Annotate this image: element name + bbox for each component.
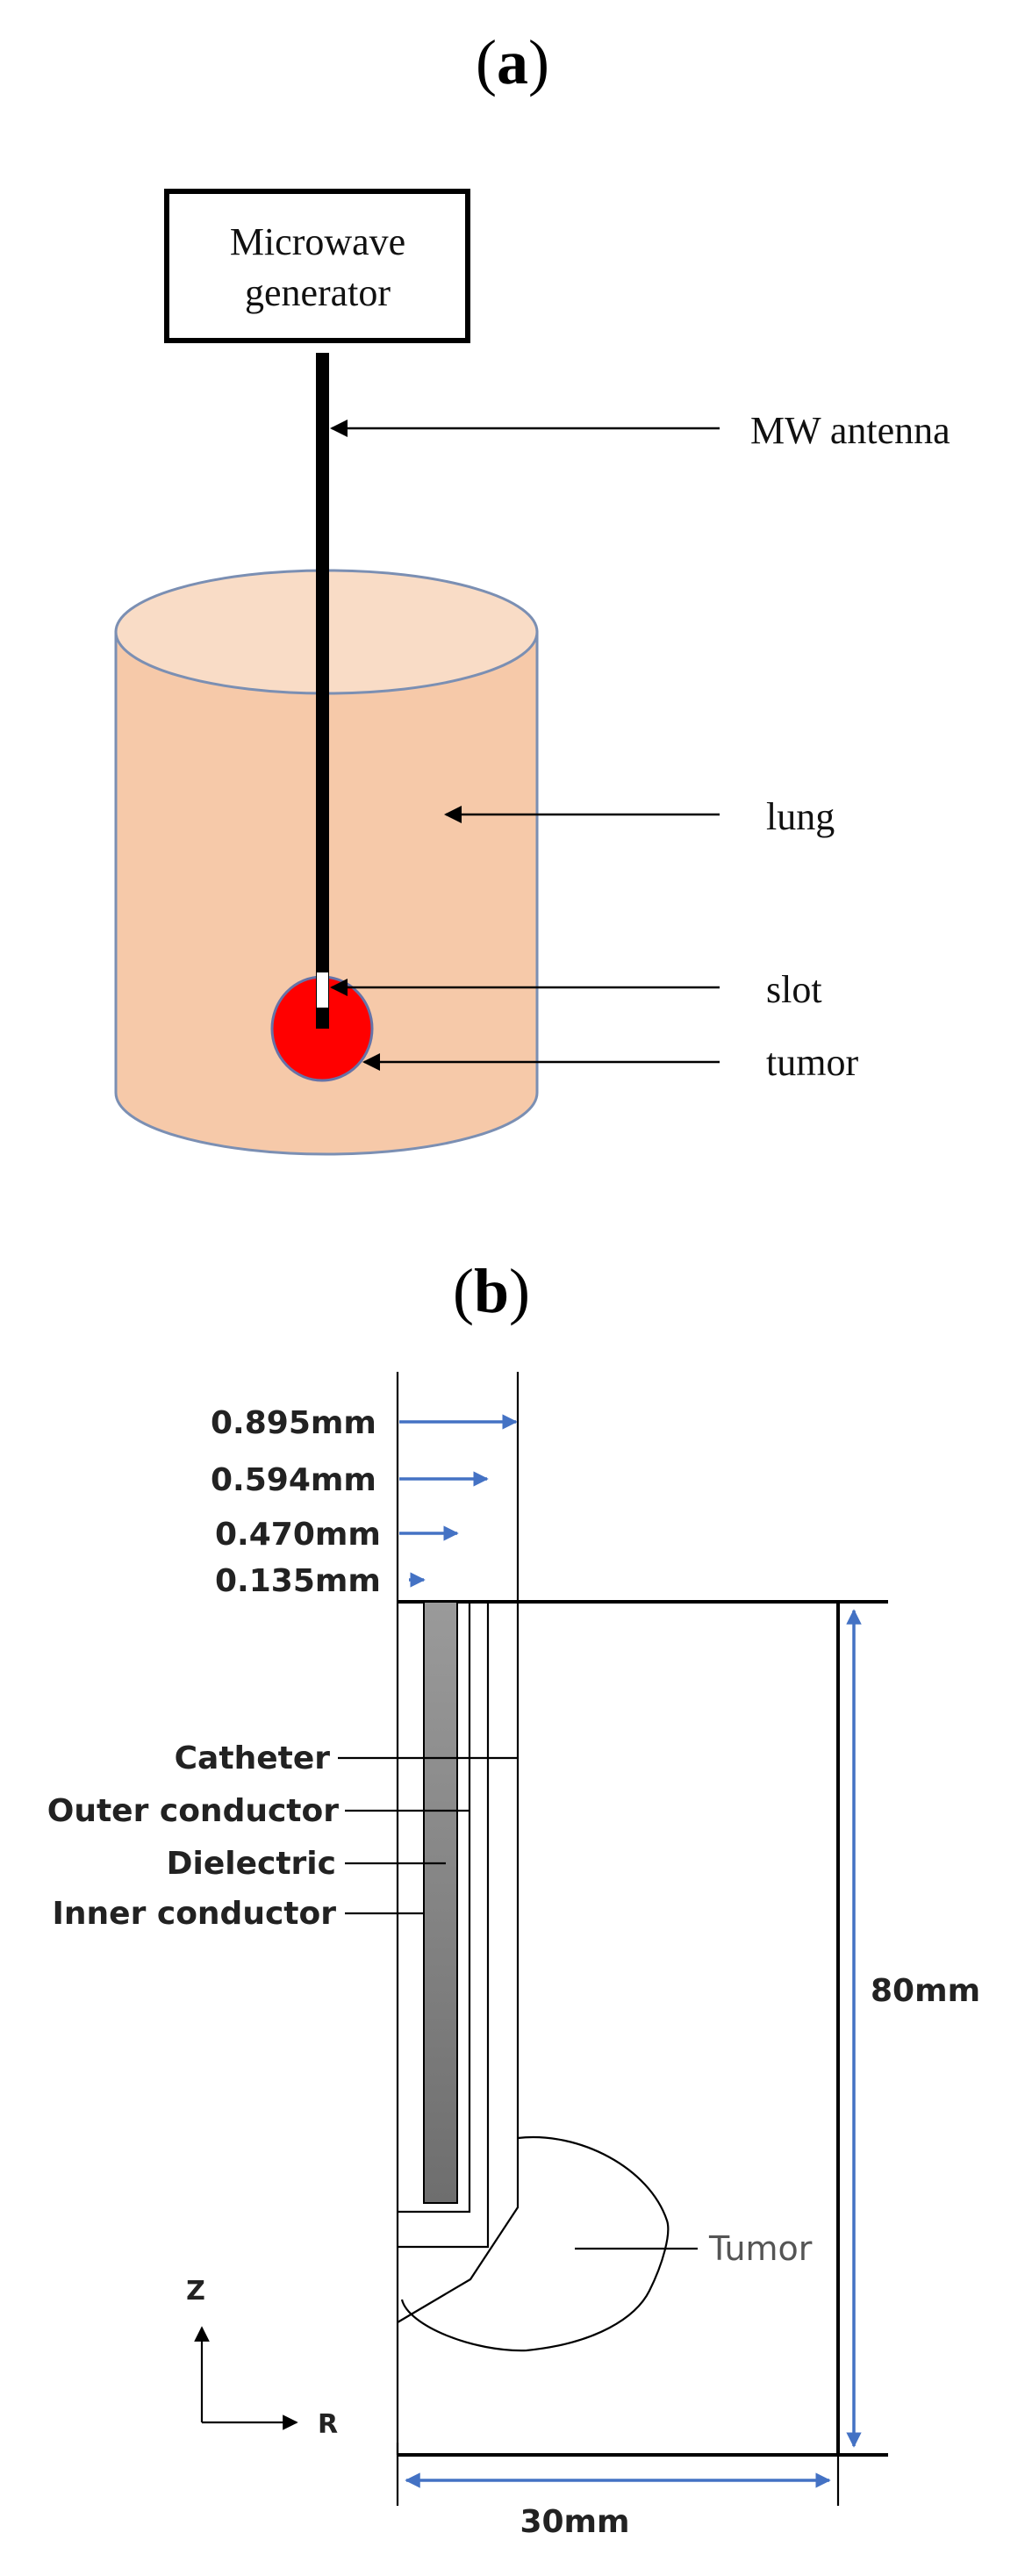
mw-antenna	[316, 353, 329, 1029]
tumor-outline	[400, 2135, 670, 2352]
outer-conductor-outline	[398, 1602, 490, 2249]
generator-label-line1: Microwave	[230, 220, 405, 263]
r-axis-label: R	[318, 2409, 338, 2440]
width-dimension-label: 30mm	[520, 2504, 629, 2540]
panel-a-label: (a)	[476, 27, 549, 97]
microwave-generator-box	[164, 189, 470, 343]
lung-label: lung	[766, 795, 835, 838]
generator-label-line2: generator	[245, 271, 391, 314]
panel-b-label: (b)	[453, 1256, 530, 1326]
outer-conductor-label: Outer conductor	[47, 1793, 340, 1829]
panel-b: (b) 0.895mm 0.594mm 0.470mm 0.135mm	[47, 1256, 980, 2540]
radius-0594-label: 0.594mm	[211, 1462, 376, 1498]
radius-0135-label: 0.135mm	[215, 1563, 381, 1599]
dielectric-label: Dielectric	[167, 1846, 336, 1882]
antenna-slot	[317, 972, 328, 1008]
mw-antenna-label: MW antenna	[750, 409, 950, 452]
radius-0470-label: 0.470mm	[215, 1517, 381, 1553]
z-axis-label: Z	[186, 2276, 205, 2307]
catheter-label: Catheter	[175, 1740, 331, 1776]
height-dimension-label: 80mm	[871, 1973, 980, 2009]
inner-conductor-label: Inner conductor	[53, 1896, 337, 1932]
tumor-label: tumor	[766, 1041, 858, 1084]
panel-a: (a) Microwave generator MW antenna lung …	[114, 27, 950, 1156]
catheter-outline	[397, 1602, 520, 2323]
dielectric-outline	[398, 1602, 471, 2214]
inner-conductor	[423, 1601, 458, 2204]
tumor-label-b: Tumor	[708, 2229, 813, 2268]
radius-0895-label: 0.895mm	[211, 1405, 376, 1441]
slot-label: slot	[766, 968, 822, 1011]
